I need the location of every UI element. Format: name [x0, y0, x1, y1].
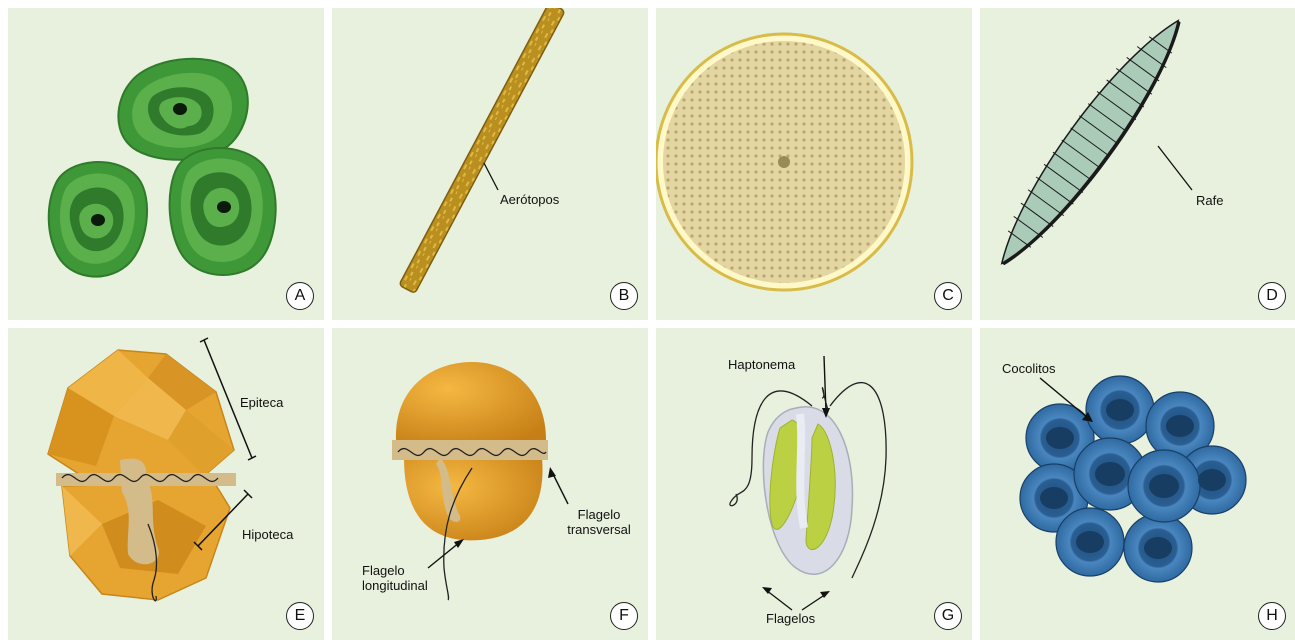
filamentous-cyanobacterium-icon [332, 8, 648, 320]
panel-letter-badge: E [286, 602, 314, 630]
panel-g: Haptonema Flagelos G [656, 328, 972, 640]
panel-letter-badge: F [610, 602, 638, 630]
label-hipoteca: Hipoteca [242, 528, 293, 543]
panel-a: A [8, 8, 324, 320]
label-cocolitos: Cocolitos [1002, 362, 1055, 377]
panel-letter-badge: C [934, 282, 962, 310]
label-flagelos: Flagelos [766, 612, 815, 627]
label-aerotopos: Aerótopos [500, 193, 559, 208]
label-flagelo-transversal: Flagelo transversal [558, 508, 640, 538]
label-haptonema: Haptonema [728, 358, 795, 373]
label-flagelo-longitudinal: Flagelo longitudinal [362, 564, 446, 594]
dinoflagellate-thecate-icon [8, 328, 324, 640]
panel-letter-badge: A [286, 282, 314, 310]
panel-letter-badge: H [1258, 602, 1286, 630]
panel-c: C [656, 8, 972, 320]
panel-e: Epiteca Hipoteca E [8, 328, 324, 640]
centric-diatom-icon [656, 8, 972, 320]
panel-b: Aerótopos B [332, 8, 648, 320]
label-rafe: Rafe [1196, 194, 1223, 209]
pennate-diatom-icon [980, 8, 1295, 320]
panel-h: Cocolitos H [980, 328, 1295, 640]
panel-letter-badge: B [610, 282, 638, 310]
panel-f: Flagelo longitudinal Flagelo transversal… [332, 328, 648, 640]
panel-letter-badge: D [1258, 282, 1286, 310]
panel-d: Rafe D [980, 8, 1295, 320]
panel-letter-badge: G [934, 602, 962, 630]
haptophyte-icon [656, 328, 972, 640]
green-algae-cells-icon [8, 8, 324, 320]
label-epiteca: Epiteca [240, 396, 283, 411]
